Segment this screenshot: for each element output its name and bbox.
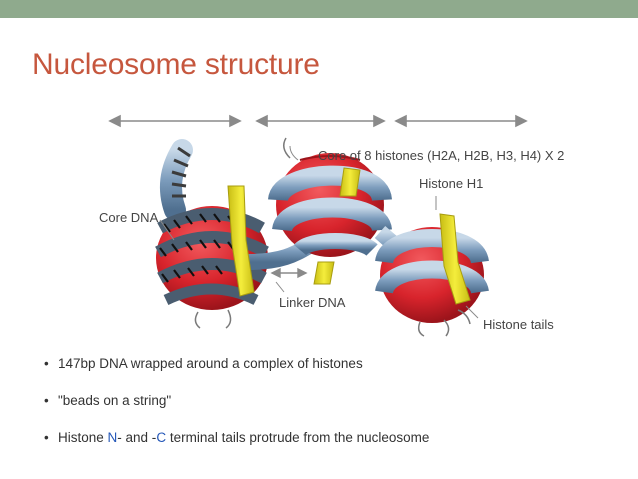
bullet-item: "beads on a string"	[44, 393, 429, 430]
top-bar	[0, 0, 638, 18]
bullet-list: 147bp DNA wrapped around a complex of hi…	[44, 356, 430, 467]
nucleosome-right	[375, 227, 489, 323]
histone-tails-label: Histone tails	[483, 317, 554, 332]
incoming-dna	[160, 139, 193, 221]
bullet-item: Histone N- and -C terminal tails protrud…	[44, 430, 430, 467]
histone-tails	[194, 137, 471, 337]
core-dna-label: Core DNA	[99, 210, 159, 225]
histone-h1-molecules	[227, 167, 471, 305]
bullet-text: "beads on a string"	[58, 393, 172, 408]
histone-h1-label: Histone H1	[419, 176, 484, 191]
linker-dna-arrow	[270, 267, 308, 279]
bullet-text: 147bp DNA wrapped around a complex of hi…	[58, 356, 363, 371]
leader-lines	[159, 145, 479, 319]
c-terminal-highlight: C	[156, 430, 167, 445]
bullet-text-prefix: Histone	[58, 430, 108, 445]
bullet-text-mid: - and -	[117, 430, 157, 445]
slide-title: Nucleosome structure	[32, 48, 320, 81]
nucleosome-center	[268, 153, 392, 257]
bullet-item: 147bp DNA wrapped around a complex of hi…	[44, 356, 429, 393]
core-histones-label: Core of 8 histones (H2A, H2B, H3, H4) X …	[318, 148, 565, 163]
linker-dna-label: Linker DNA	[279, 295, 346, 310]
spacing-arrows	[108, 114, 528, 128]
n-terminal-highlight: N	[107, 430, 118, 445]
bullet-text-suffix: terminal tails protrude from the nucleos…	[166, 430, 430, 445]
